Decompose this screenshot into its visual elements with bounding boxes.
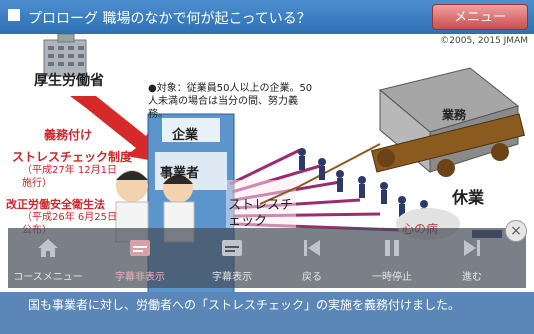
forward-button[interactable]: 進む xyxy=(436,228,508,288)
subtitle-on-icon xyxy=(222,240,242,256)
show-subtitle-button[interactable]: 字幕表示 xyxy=(196,228,268,288)
forward-icon xyxy=(464,240,480,256)
leave-label: 休業 xyxy=(452,188,485,207)
back-button[interactable]: 戻る xyxy=(276,228,348,288)
show-subtitle-label: 字幕表示 xyxy=(212,272,252,283)
pause-icon xyxy=(385,240,399,256)
ministry-building-icon xyxy=(43,34,87,77)
subtitle-icon xyxy=(130,240,150,256)
rope xyxy=(259,143,381,205)
home-icon xyxy=(38,239,58,257)
caption-text: 国も事業者に対し、労働者への「ストレスチェック」の実施を義務付けました。 xyxy=(28,298,461,312)
hide-subtitle-button[interactable]: 字幕非表示 xyxy=(104,228,176,288)
page-title: プロローグ 職場のなかで何が起こっている？ xyxy=(28,11,311,27)
pause-label: 一時停止 xyxy=(372,272,412,283)
law-label: 改正労働安全衛生法 xyxy=(6,198,105,211)
stress-system-label: ストレスチェック制度 xyxy=(12,150,133,164)
course-menu-label: コースメニュー xyxy=(13,272,83,283)
stress-check-label: ストレスチェック xyxy=(228,198,294,229)
duty-arrow xyxy=(70,96,160,162)
title-marker-icon xyxy=(8,9,20,21)
player-toolbar: コースメニュー 字幕非表示 字幕表示 戻る 一時停止 進む xyxy=(8,228,526,288)
target-note: ●対象：従業員50人以上の企業。50人未満の場合は当分の間、努力義務。 xyxy=(148,83,313,120)
course-menu-button[interactable]: コースメニュー xyxy=(12,228,84,288)
company-label: 企業 xyxy=(172,128,199,143)
cargo-cart-icon xyxy=(370,67,526,177)
forward-label: 進む xyxy=(462,272,482,283)
cargo-label: 業務 xyxy=(442,108,467,122)
caption-bar: 国も事業者に対し、労働者への「ストレスチェック」の実施を義務付けました。 xyxy=(0,292,534,334)
title-bar: プロローグ 職場のなかで何が起こっている？ メニュー xyxy=(0,0,534,34)
back-icon xyxy=(304,240,320,256)
ministry-label: 厚生労働省 xyxy=(34,73,104,89)
enforcement-date: （平成27年 12月1日施行） xyxy=(22,165,117,189)
menu-button[interactable]: メニュー xyxy=(432,4,528,30)
duty-label: 義務付け xyxy=(44,128,93,142)
close-toolbar-button[interactable]: × xyxy=(505,220,527,242)
employer-label: 事業者 xyxy=(160,166,200,181)
hide-subtitle-label: 字幕非表示 xyxy=(115,272,165,283)
back-label: 戻る xyxy=(302,272,322,283)
copyright: ©2005, 2015 JMAM xyxy=(440,36,528,46)
close-icon: × xyxy=(510,223,522,239)
pause-button[interactable]: 一時停止 xyxy=(356,228,428,288)
